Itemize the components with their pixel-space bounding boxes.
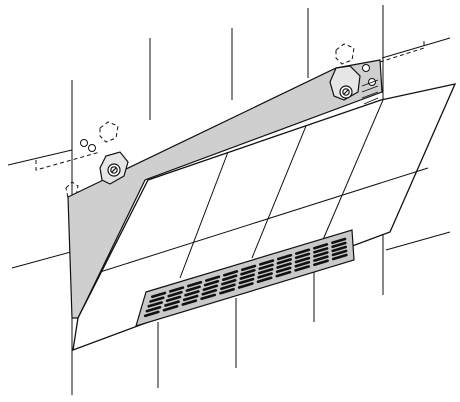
panel-horizontal-line xyxy=(99,167,429,273)
grille-slot xyxy=(185,285,201,292)
hidden-bracket-left-lower-tab xyxy=(65,181,79,199)
grille-slot xyxy=(275,266,292,274)
grille-slot xyxy=(143,310,160,318)
grille-slot xyxy=(149,296,165,303)
grille-slot xyxy=(331,249,348,257)
right-hatch xyxy=(361,79,379,105)
grille-slot xyxy=(220,283,236,291)
left-screw-slot xyxy=(111,167,117,173)
wall-horizontal-line xyxy=(7,149,73,166)
panel-tile-lines xyxy=(99,99,429,279)
grille-slot xyxy=(276,253,293,261)
grille-slot xyxy=(237,282,254,289)
right-screw-slot xyxy=(343,89,349,95)
hidden-brackets xyxy=(35,38,425,199)
grille-slot xyxy=(294,265,311,272)
grille-slot xyxy=(313,251,329,258)
grille-slot xyxy=(312,243,329,250)
grille-slot xyxy=(167,290,183,298)
grille-slot xyxy=(202,284,219,292)
right-mounting-clip xyxy=(329,65,379,105)
access-panel-door xyxy=(72,83,457,351)
grille-slot xyxy=(238,277,255,285)
left-mounting-clip xyxy=(99,151,129,185)
grille-slot xyxy=(169,286,185,293)
wall-horizontal-line xyxy=(381,37,451,59)
grille-slot xyxy=(239,273,255,280)
grille-slot xyxy=(331,237,347,245)
panel-vertical-line xyxy=(251,125,307,259)
panel-legs xyxy=(157,272,315,388)
grille-slot xyxy=(240,268,256,276)
grille-slot xyxy=(147,301,163,308)
grille-slot xyxy=(221,278,237,286)
grille-slot xyxy=(256,276,273,284)
ventilation-grille xyxy=(135,229,355,327)
grille-slot xyxy=(276,258,293,265)
grille-slot xyxy=(184,290,200,297)
grille-slot xyxy=(331,245,348,253)
grille-slot xyxy=(181,299,198,306)
grille-slot xyxy=(162,304,179,312)
grille-slot xyxy=(313,259,329,267)
grille-slot xyxy=(275,270,292,278)
grille-slot xyxy=(223,270,239,277)
grille-slot xyxy=(294,248,311,255)
wall-horizontal-line xyxy=(385,231,451,251)
grille-slot xyxy=(203,279,220,287)
hidden-bracket-right-tab xyxy=(335,43,355,65)
grille-slot xyxy=(165,295,182,303)
grille-slot xyxy=(219,287,235,295)
grille-slot xyxy=(258,263,274,271)
frame-hole xyxy=(88,144,96,152)
grille-slot xyxy=(145,305,162,313)
grille-slot xyxy=(187,280,203,288)
panel-vertical-line xyxy=(321,99,384,243)
grille-slot xyxy=(313,247,329,254)
grille-slot xyxy=(276,262,292,269)
grille-slot xyxy=(164,300,180,307)
grille-slot xyxy=(313,255,329,262)
grille-slot xyxy=(205,275,221,282)
grille-slots xyxy=(143,237,348,318)
hidden-bracket-left-rail xyxy=(35,151,101,171)
left-screw-head xyxy=(110,166,118,174)
grille-slot xyxy=(294,256,311,264)
hidden-bracket-right-rail xyxy=(379,38,425,63)
grille-slot xyxy=(258,259,275,266)
grille-slot xyxy=(151,291,167,299)
panel-vertical-line xyxy=(179,151,229,279)
grille-slot xyxy=(294,252,311,260)
grille-slot xyxy=(257,272,273,279)
grille-slot xyxy=(200,293,217,301)
grille-slot xyxy=(182,294,199,302)
grille-slot xyxy=(257,267,274,275)
frame-hole xyxy=(80,139,88,147)
grille-slot xyxy=(241,264,257,272)
right-screw-head xyxy=(342,88,350,96)
grille-slot xyxy=(331,241,347,249)
hidden-bracket-left-tab xyxy=(99,121,119,143)
grille-slot xyxy=(331,253,348,261)
grille-slot xyxy=(201,288,218,296)
frame-hole xyxy=(362,64,370,72)
grille-slot xyxy=(222,274,238,282)
grille-slot xyxy=(294,260,311,268)
wall-horizontal-line xyxy=(11,249,79,269)
